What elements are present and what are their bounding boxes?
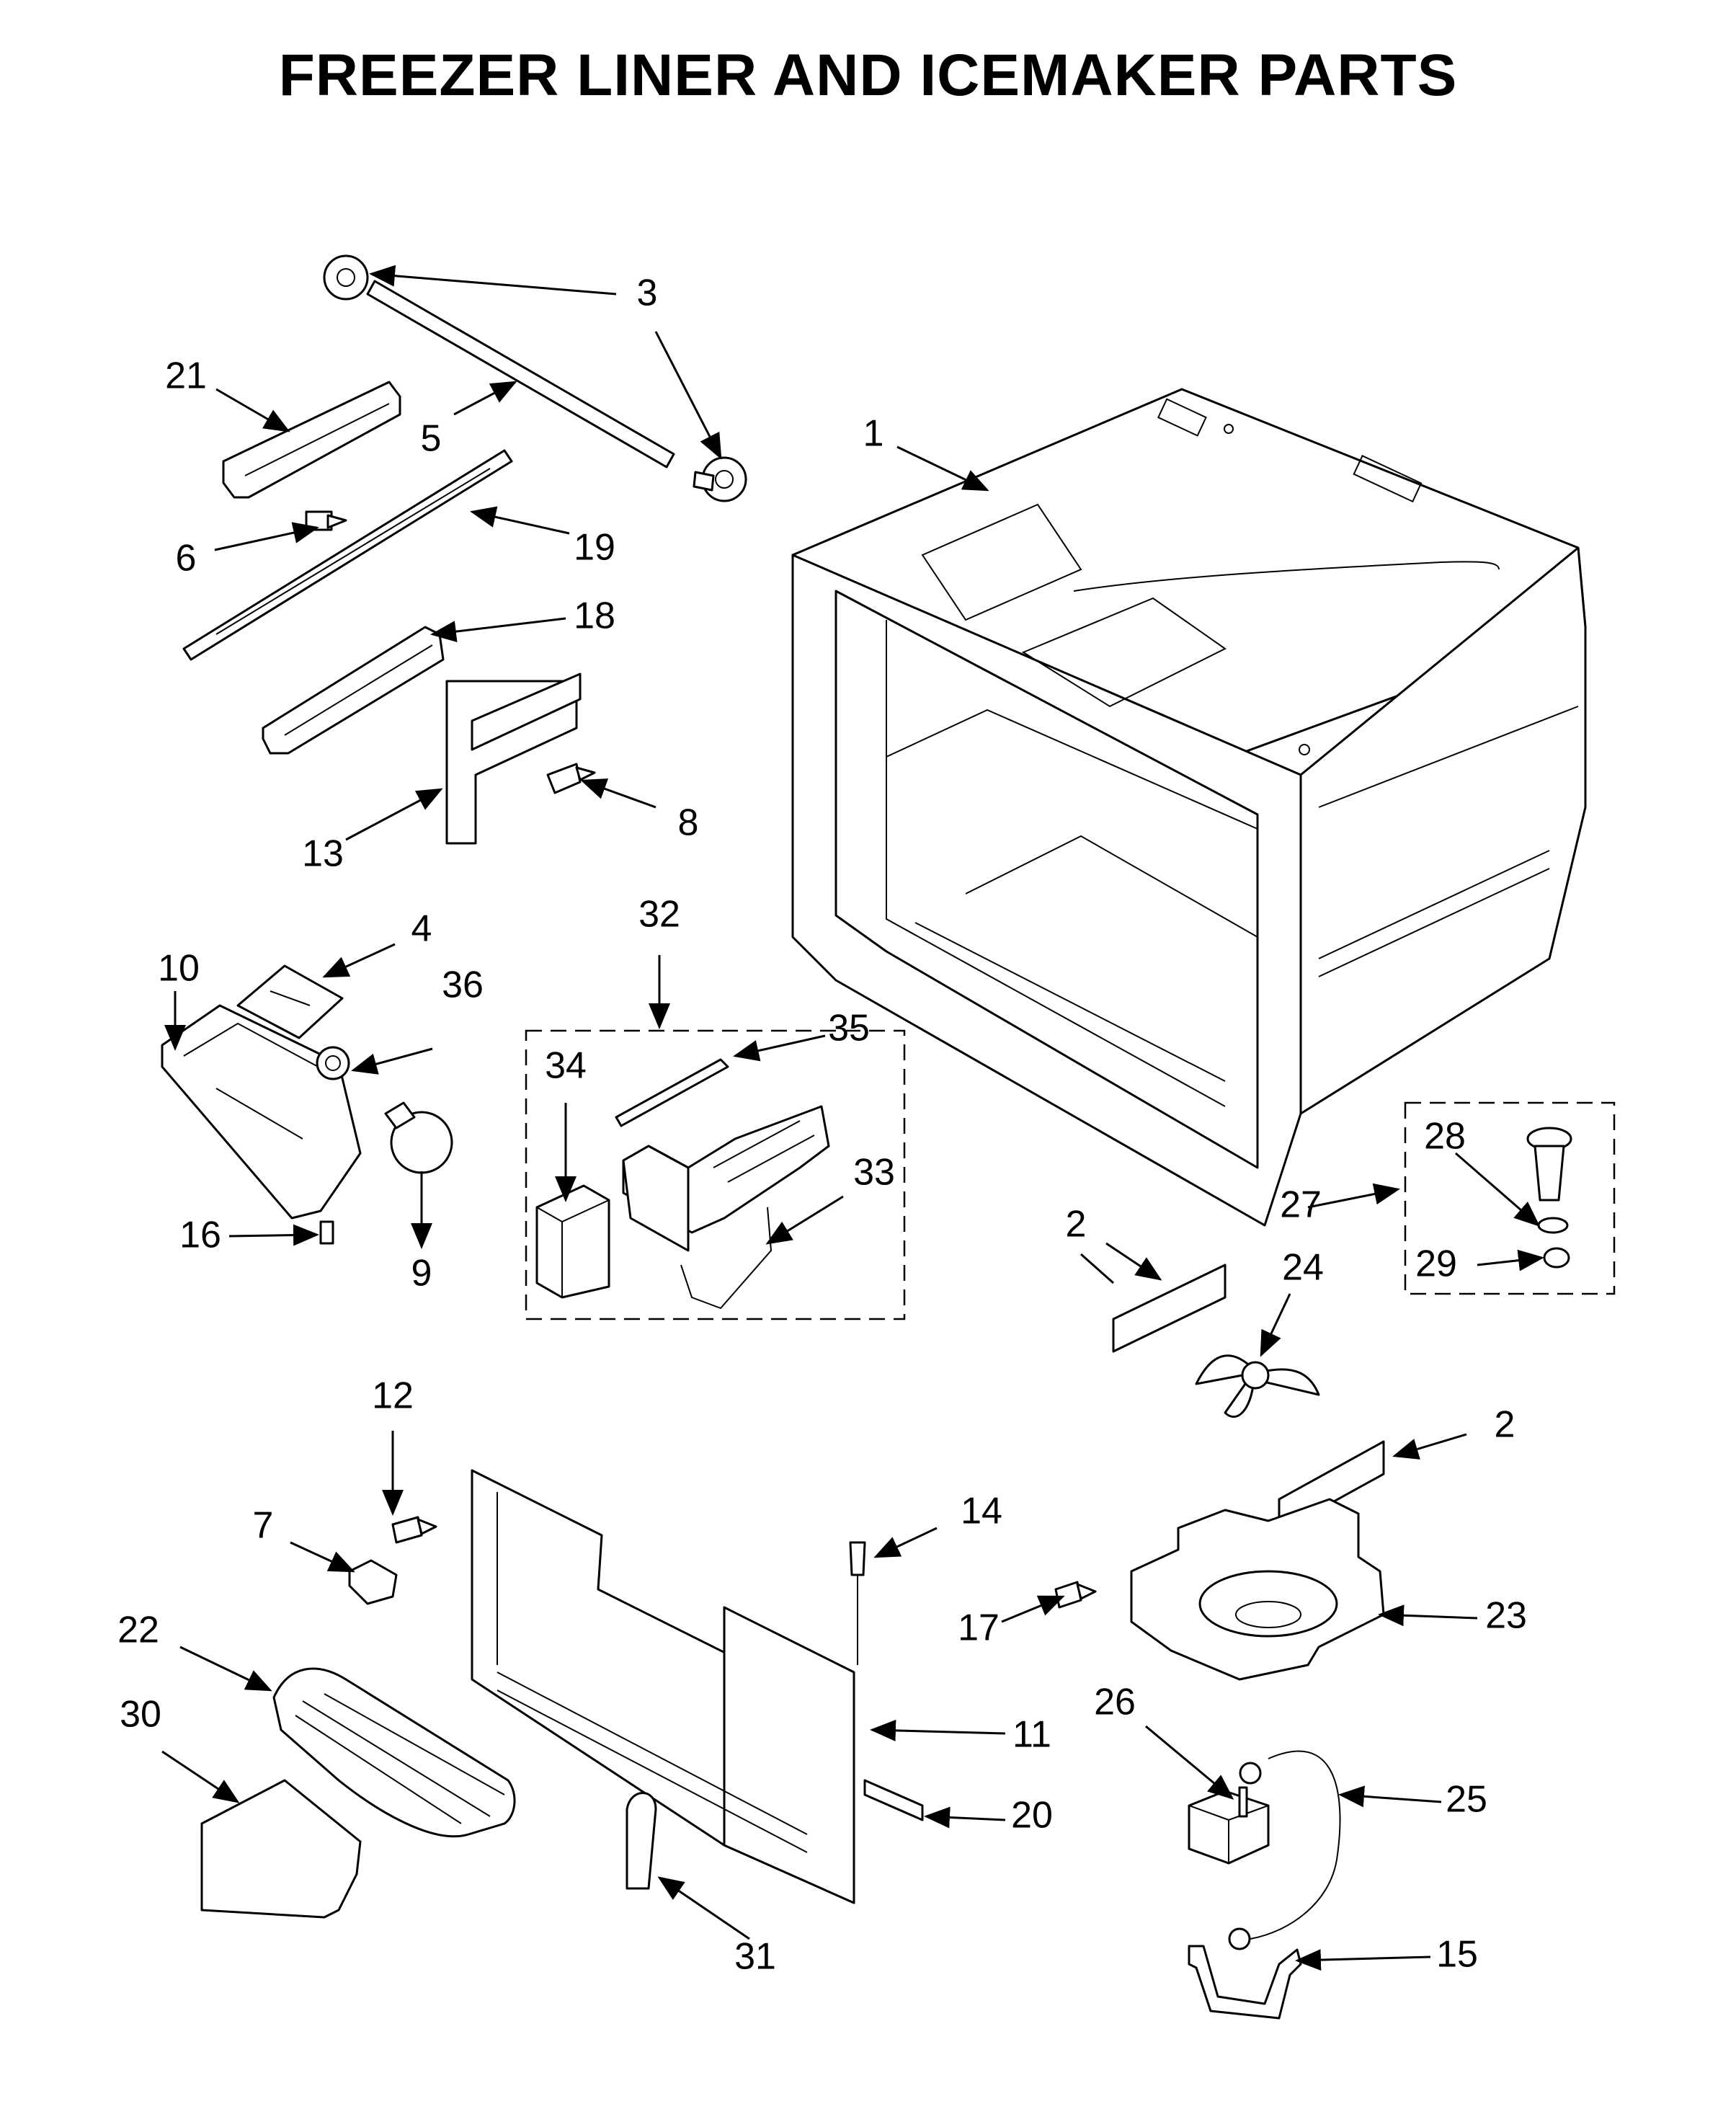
screw-part-12 (391, 1516, 437, 1544)
callout-35: 35 (828, 1008, 870, 1049)
screw-part-8 (546, 763, 596, 794)
callout-1: 1 (863, 413, 884, 455)
callout-34: 34 (545, 1045, 587, 1087)
clip-part-31 (626, 1792, 657, 1890)
callout-31: 31 (734, 1936, 776, 1978)
callout-27: 27 (1280, 1184, 1322, 1226)
callout-33: 33 (853, 1152, 895, 1194)
connector-part-16 (319, 1220, 334, 1245)
callout-10: 10 (158, 948, 200, 990)
diagram-title: FREEZER LINER AND ICEMAKER PARTS (278, 43, 1458, 108)
callout-15: 15 (1436, 1934, 1478, 1976)
callout-26: 26 (1094, 1682, 1136, 1723)
callout-3: 3 (637, 272, 658, 314)
drive-rod-assembly (323, 254, 747, 502)
fan-motor-part-26 (1188, 1750, 1341, 1950)
callout-21: 21 (165, 355, 207, 397)
callout-14: 14 (961, 1491, 1002, 1532)
screw-part-17 (1054, 1581, 1097, 1609)
fan-blade-part-24 (1195, 1354, 1320, 1418)
callout-13: 13 (302, 833, 344, 875)
callout-29: 29 (1415, 1243, 1457, 1285)
callout-9: 9 (411, 1253, 432, 1295)
clip-part-7 (348, 1559, 398, 1605)
cover-part-4 (236, 964, 344, 1039)
housing-part-10 (161, 1004, 362, 1220)
callout-32: 32 (638, 894, 680, 936)
fan-shroud-part-23 (1130, 1498, 1385, 1681)
bracket-part-15 (1188, 1945, 1302, 2020)
slide-bracket-part-18 (262, 626, 445, 755)
callout-7: 7 (253, 1505, 274, 1547)
callout-25: 25 (1446, 1779, 1487, 1821)
callout-6: 6 (176, 538, 197, 580)
socket-part-36 (316, 1046, 350, 1080)
grille-part-22 (272, 1667, 516, 1838)
icemaker-kit-part-32 (525, 1029, 906, 1320)
callout-22: 22 (117, 1610, 159, 1651)
callout-19: 19 (574, 527, 615, 569)
callout-8: 8 (678, 802, 699, 844)
callout-24: 24 (1282, 1247, 1324, 1289)
callout-labels: 1 2 2 3 4 5 6 7 8 9 10 11 12 13 14 15 16… (117, 272, 1527, 1978)
freezer-liner-part-1 (791, 388, 1587, 1227)
leader-lines (161, 265, 1544, 1971)
callout-17: 17 (958, 1607, 1000, 1649)
foam-strip-part-20 (863, 1779, 924, 1821)
callout-2-upper: 2 (1066, 1204, 1087, 1246)
callout-2-lower: 2 (1495, 1404, 1515, 1446)
callout-11: 11 (1012, 1714, 1051, 1756)
callout-18: 18 (574, 595, 615, 637)
callout-28: 28 (1424, 1116, 1466, 1158)
pad-part-2-upper (1112, 1264, 1227, 1353)
callout-30: 30 (120, 1694, 161, 1736)
cover-part-30 (200, 1779, 362, 1919)
evaporator-cover-part-11 (471, 1469, 855, 1904)
callout-4: 4 (411, 908, 432, 950)
screw-part-6 (305, 510, 347, 531)
callout-23: 23 (1485, 1595, 1527, 1637)
fitting-kit-part-27 (1404, 1101, 1616, 1295)
callout-5: 5 (421, 418, 442, 460)
callout-12: 12 (372, 1375, 414, 1417)
callout-16: 16 (179, 1215, 221, 1256)
bulb-part-9 (384, 1101, 453, 1174)
callout-20: 20 (1011, 1795, 1053, 1837)
callout-36: 36 (442, 964, 484, 1006)
thermistor-part-14 (849, 1541, 866, 1665)
slide-bracket-part-21 (222, 381, 401, 499)
